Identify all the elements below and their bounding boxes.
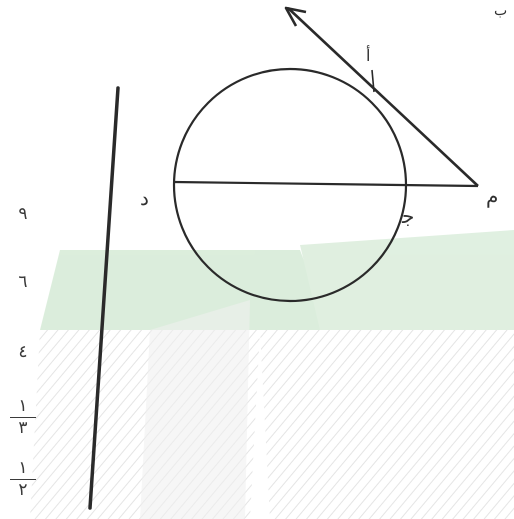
separator-line — [88, 86, 120, 510]
label-left-end: د — [140, 186, 149, 210]
choice-4-denominator: ٣ — [18, 418, 28, 438]
watermark-background — [30, 230, 514, 519]
choice-5[interactable]: ١ ٢ — [8, 460, 38, 499]
choice-1[interactable]: ٩ — [8, 206, 38, 223]
label-tangent-point: أ — [366, 46, 371, 65]
label-top-right-mark: ب — [494, 3, 508, 19]
label-right-point: م — [486, 184, 499, 208]
tangent-tick — [371, 69, 375, 93]
choice-2[interactable]: ٦ — [8, 274, 38, 291]
choice-4[interactable]: ١ ٣ — [8, 398, 38, 437]
choice-5-fraction: ١ ٢ — [10, 460, 36, 499]
choice-3-value: ٤ — [18, 342, 28, 362]
fraction-bar — [10, 479, 36, 480]
choice-1-value: ٩ — [18, 204, 28, 224]
choice-2-value: ٦ — [18, 272, 28, 292]
tangent-line — [287, 7, 479, 187]
fraction-bar — [10, 417, 36, 418]
choice-5-numerator: ١ — [18, 458, 28, 478]
choice-5-denominator: ٢ — [18, 480, 28, 500]
choice-4-fraction: ١ ٣ — [10, 398, 36, 437]
label-inner-intersection: ﺟ — [402, 204, 415, 228]
arrow-head — [284, 6, 307, 27]
secant-line — [173, 180, 479, 188]
choice-4-numerator: ١ — [18, 396, 28, 416]
choice-3[interactable]: ٤ — [8, 344, 38, 361]
